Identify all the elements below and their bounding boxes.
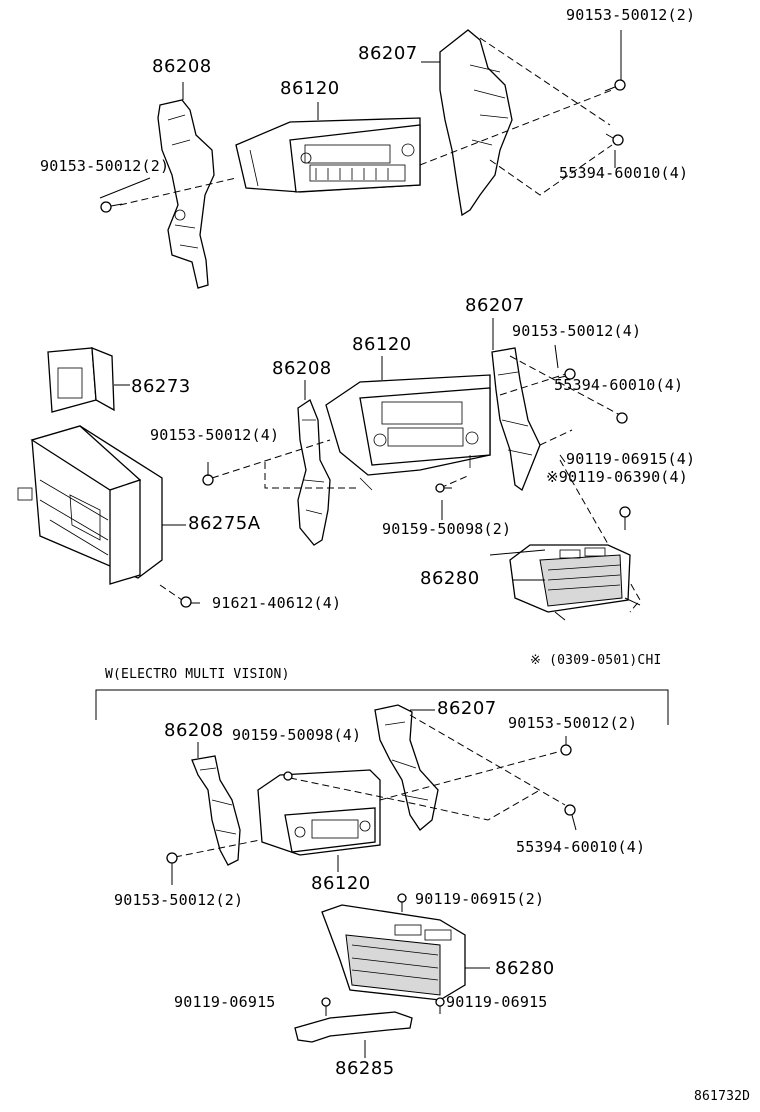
label-s2-note: ※ (0309-0501)CHI: [530, 653, 662, 668]
bracket-86208-top: [157, 99, 215, 289]
label-s3-90119-left: 90119-06915: [174, 993, 276, 1011]
label-s2-86208: 86208: [272, 358, 332, 379]
screw-s3-90119-top: [397, 893, 407, 912]
label-s3-90153-right: 90153-50012(2): [508, 714, 638, 732]
label-s1-86120: 86120: [280, 78, 340, 99]
module-86273: [47, 347, 130, 413]
label-s3-86120: 86120: [311, 873, 371, 894]
screw-s2-91621: [180, 596, 200, 608]
screw-s3-90159: [283, 771, 293, 781]
label-s2-90153-left: 90153-50012(4): [150, 426, 280, 444]
screw-s3-right: [560, 736, 572, 756]
label-s2-86120: 86120: [352, 334, 412, 355]
label-s3-90119-top: 90119-06915(2): [415, 890, 545, 908]
figure-id: 861732D: [694, 1089, 751, 1104]
label-s2-86280: 86280: [420, 568, 480, 589]
label-s2-90153-right: 90153-50012(4): [512, 322, 642, 340]
label-s3-86208: 86208: [164, 720, 224, 741]
label-s3-86280: 86280: [495, 958, 555, 979]
label-s1-55394: 55394-60010(4): [559, 164, 689, 182]
radio-86120-mid: [325, 374, 491, 491]
bracket-86207-mid: [491, 347, 541, 492]
label-s1-90153-left: 90153-50012(2): [40, 157, 170, 175]
label-s3-90153-left: 90153-50012(2): [114, 891, 244, 909]
section3-drawing: [95, 689, 669, 1058]
bracket-86208-bottom: [191, 755, 241, 866]
bracket-86208-mid: [297, 399, 331, 546]
label-s2-86273: 86273: [131, 376, 191, 397]
label-s2-90159: 90159-50098(2): [382, 520, 512, 538]
section3-heading: W(ELECTRO MULTI VISION): [105, 667, 290, 682]
amplifier-86280-bottom: [321, 904, 490, 1001]
bracket-86285: [294, 1011, 413, 1043]
label-s3-86207: 86207: [437, 698, 497, 719]
label-s2-91621: 91621-40612(4): [212, 594, 342, 612]
screw-s3-left: [166, 852, 178, 885]
label-s3-55394: 55394-60010(4): [516, 838, 646, 856]
screw-s2-right: [557, 368, 576, 380]
screw-s1-top: [604, 79, 626, 92]
label-s3-90119-right: 90119-06915: [446, 993, 548, 1011]
label-s1-86208: 86208: [152, 56, 212, 77]
label-s3-90159: 90159-50098(4): [232, 726, 362, 744]
screw-s3-90119-right: [435, 997, 445, 1014]
screw-s1-left: [100, 201, 123, 213]
section2-drawing: [17, 318, 641, 621]
label-s2-86207: 86207: [465, 295, 525, 316]
radio-86120-bottom: [257, 769, 381, 856]
label-s2-90119-06915: 90119-06915(4): [566, 450, 696, 468]
label-s2-86275A: 86275A: [188, 513, 261, 534]
ecu-86275A: [17, 425, 186, 585]
nut-s1: [605, 133, 624, 146]
label-s2-55394: 55394-60010(4): [554, 376, 684, 394]
label-s1-86207: 86207: [358, 43, 418, 64]
screw-s2-left: [202, 462, 214, 486]
bracket-86207-bottom: [374, 704, 439, 831]
section1-drawing: [99, 29, 626, 289]
screw-s2-90159: [435, 483, 452, 493]
section3-frame: [95, 689, 669, 725]
bracket-86207-top: [439, 29, 513, 217]
nut-s2: [616, 412, 628, 424]
screw-s3-90119-left: [321, 997, 331, 1016]
radio-86120-top: [235, 117, 421, 193]
label-s3-86285: 86285: [335, 1058, 395, 1079]
nut-s3: [564, 804, 577, 831]
screw-s2-90119: [619, 506, 631, 530]
label-s2-90119-06390: ※90119-06390(4): [546, 468, 688, 486]
amplifier-86280-mid: [489, 544, 641, 621]
label-s1-90153-top: 90153-50012(2): [566, 6, 696, 24]
